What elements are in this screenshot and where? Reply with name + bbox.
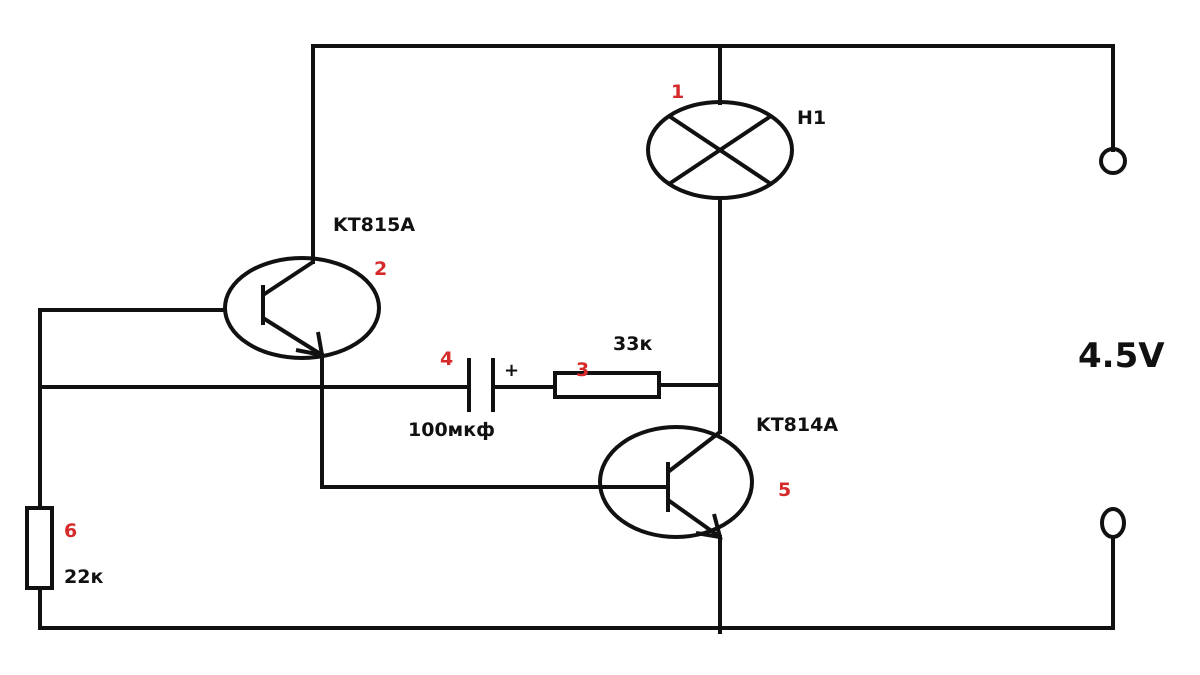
kt815a-body <box>223 256 381 360</box>
resistor-33k-label: 33к <box>613 333 652 355</box>
capacitor-100uf <box>467 358 495 412</box>
top-rail-wire <box>311 44 1115 152</box>
transistor-kt814a <box>598 425 754 540</box>
terminal-top <box>1099 147 1127 175</box>
kt814a-emitter <box>666 498 722 539</box>
kt815a-collector <box>261 260 315 297</box>
number-1: 1 <box>671 81 684 103</box>
resistor-22k <box>25 506 54 590</box>
number-4: 4 <box>440 348 453 370</box>
kt815a-emitter <box>261 316 324 357</box>
kt815a-emitter-arrow <box>295 331 325 358</box>
capacitor-label: 100мкф <box>408 419 495 441</box>
number-3: 3 <box>576 359 589 381</box>
transistor-bottom-label: KT814A <box>756 414 838 436</box>
resistor-22k-label: 22к <box>64 566 103 588</box>
lamp-cross-b <box>667 114 773 186</box>
emitter-to-base-wire <box>320 353 602 489</box>
kt814a-collector <box>666 430 722 474</box>
lamp-label: H1 <box>797 107 826 129</box>
number-2: 2 <box>374 258 387 280</box>
kt814a-body <box>598 425 754 539</box>
terminal-bottom <box>1100 507 1126 539</box>
bottom-rail-wire <box>38 536 1115 630</box>
lamp-circle <box>646 100 794 200</box>
transistor-top-label: KT815A <box>333 214 415 236</box>
base-left-wire <box>38 308 224 510</box>
resistor-33k <box>553 371 661 399</box>
capacitor-polarity: + <box>504 360 519 381</box>
kt814a-emitter-arrow <box>695 513 723 540</box>
lamp-h1 <box>646 100 794 200</box>
number-5: 5 <box>778 479 791 501</box>
wires <box>38 44 1115 634</box>
transistor-kt815a <box>223 256 381 360</box>
voltage-label: 4.5V <box>1078 336 1165 376</box>
number-6: 6 <box>64 520 77 542</box>
